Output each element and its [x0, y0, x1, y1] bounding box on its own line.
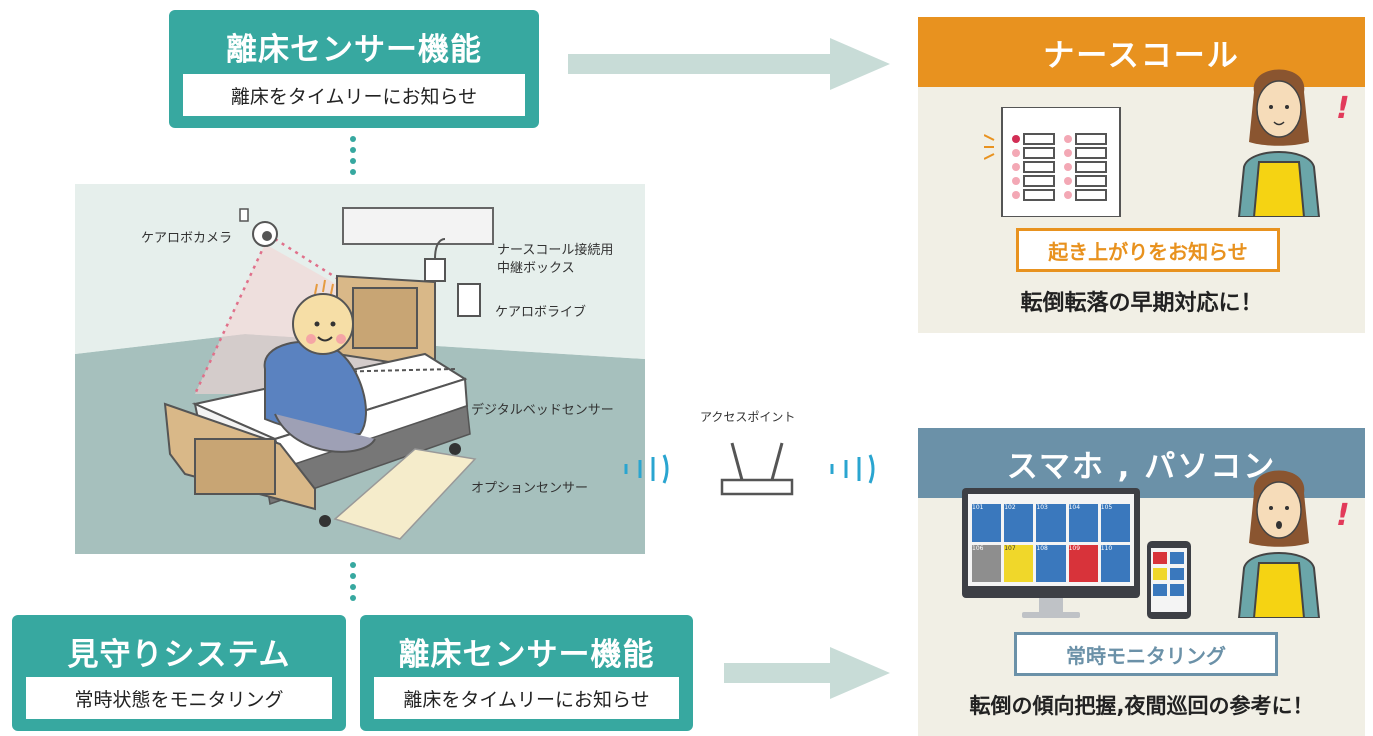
room-tile: 110	[1100, 544, 1130, 582]
label-relay-line1: ナースコール接続用	[497, 243, 614, 258]
nurse-illustration	[1237, 69, 1321, 217]
connector-dots-bottom	[350, 562, 356, 606]
room-tile: 106	[972, 544, 1002, 582]
status-badge: 起き上がりをお知らせ	[1016, 228, 1280, 272]
label-option-sensor: オプションセンサー	[471, 481, 589, 496]
exclamation-mark: !	[1336, 498, 1350, 533]
bed-scene-graphic	[75, 184, 645, 554]
panel-footer: 転倒転落の早期対応に！	[1020, 291, 1263, 316]
router-icon	[720, 442, 794, 496]
label-live: ケアロボライブ	[495, 305, 587, 320]
arrow-top	[568, 38, 890, 90]
box-subtitle: 離床をタイムリーにお知らせ	[374, 677, 679, 719]
smartphone-pc-panel: スマホ , パソコン 101 102 103 104 105 106 107 1…	[918, 428, 1365, 736]
box-subtitle: 離床をタイムリーにお知らせ	[183, 74, 525, 116]
room-tile: 105	[1100, 504, 1130, 542]
wifi-signal-icon-right	[830, 454, 875, 484]
room-illustration: ケアロボカメラ ナースコール接続用 中継ボックス ケアロボライブ デジタルベッド…	[75, 184, 645, 554]
connector-dots-top	[350, 136, 356, 180]
nurse-call-board-icon	[984, 107, 1121, 217]
label-bed-sensor: デジタルベッドセンサー	[471, 403, 614, 418]
room-tile: 101	[972, 504, 1002, 542]
access-point-label: アクセスポイント	[700, 410, 796, 424]
panel-footer: 転倒の傾向把握,夜間巡回の参考に！	[969, 694, 1314, 718]
monitor-icon: 101 102 103 104 105 106 107 108 109 110	[962, 488, 1140, 620]
room-tile: 103	[1036, 504, 1066, 542]
smartphone-icon	[1147, 541, 1191, 619]
room-tile: 109	[1068, 544, 1098, 582]
bed-exit-sensor-box-top: 離床センサー機能 離床をタイムリーにお知らせ	[169, 10, 539, 128]
box-title: 離床センサー機能	[226, 32, 482, 68]
bed-exit-sensor-box-bottom: 離床センサー機能 離床をタイムリーにお知らせ	[360, 615, 693, 731]
room-tile: 104	[1068, 504, 1098, 542]
room-tile: 102	[1004, 504, 1034, 542]
label-camera: ケアロボカメラ	[141, 231, 233, 246]
arrow-bottom	[724, 647, 890, 699]
room-tile: 107	[1004, 544, 1034, 582]
nurse-illustration	[1237, 470, 1321, 618]
label-relay-line2: 中継ボックス	[497, 261, 575, 276]
room-tile: 108	[1036, 544, 1066, 582]
box-title: 見守りシステム	[67, 637, 291, 673]
wifi-signal-icon-left	[624, 454, 669, 484]
status-badge: 常時モニタリング	[1014, 632, 1278, 676]
watch-system-box: 見守りシステム 常時状態をモニタリング	[12, 615, 346, 731]
nurse-call-panel: ナースコール ! 起き上がりをお知らせ 転倒転落の早期対応に！	[918, 17, 1365, 333]
monitor-screen: 101 102 103 104 105 106 107 108 109 110	[968, 494, 1134, 586]
exclamation-mark: !	[1336, 91, 1350, 126]
box-title: 離床センサー機能	[398, 637, 655, 673]
box-subtitle: 常時状態をモニタリング	[26, 677, 332, 719]
